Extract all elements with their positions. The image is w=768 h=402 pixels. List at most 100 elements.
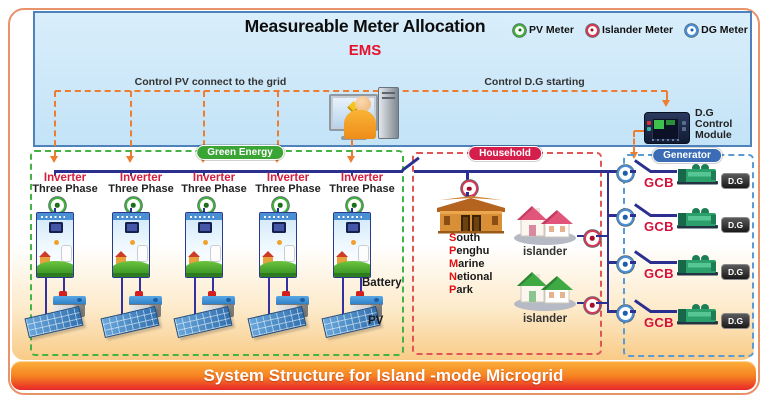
control-drop-4 <box>277 91 279 156</box>
islander-meter-icon <box>583 229 601 247</box>
gcb-label: GCB <box>644 265 674 281</box>
dg-unit-badge: D.G <box>721 172 750 189</box>
control-dg-label: Control D.G starting <box>484 76 585 88</box>
control-drop-3 <box>203 91 205 156</box>
control-line-horizontal <box>55 90 667 92</box>
arrow-down-icon <box>126 156 134 163</box>
pv-meter-icon <box>271 196 289 214</box>
dg-module-label-line2: Control <box>695 118 733 130</box>
park-name: South Penghu Marine Netional Park <box>449 232 493 296</box>
household-meter-stub <box>466 192 469 197</box>
dg-unit-badge: D.G <box>721 312 750 329</box>
pv-label: PV <box>368 315 384 327</box>
control-drop-1 <box>54 91 56 156</box>
inverter-title: Inverter <box>340 172 384 184</box>
inverter-title: Inverter <box>192 172 236 184</box>
control-drop-dg-module <box>666 91 668 100</box>
tower-slot <box>382 92 395 94</box>
control-drop-2 <box>130 91 132 156</box>
inverter-image <box>185 212 223 278</box>
islander-label: islander <box>522 313 568 325</box>
meter-legend: PV Meter Islander Meter DG Meter <box>513 23 748 37</box>
ems-label: EMS <box>348 42 382 59</box>
islander-meter-icon <box>585 23 599 37</box>
pv-meter-icon <box>48 196 66 214</box>
computer-tower-icon <box>378 87 399 139</box>
inverter-image <box>333 212 371 278</box>
tower-slot <box>382 97 395 99</box>
legend-item-dg: DG Meter <box>685 23 748 37</box>
islander-label: islander <box>522 246 568 258</box>
pv-meter-icon <box>197 196 215 214</box>
gcb-label: GCB <box>644 314 674 330</box>
arrow-down-icon <box>347 156 355 163</box>
inverter-title: Inverter <box>43 172 87 184</box>
islander-meter-link <box>596 301 608 304</box>
legend-label: DG Meter <box>701 24 748 36</box>
inverter-unit: Inverter Three Phase <box>245 150 331 350</box>
inverter-subtitle: Three Phase <box>181 183 247 195</box>
banner-title: System Structure for Island -mode Microg… <box>11 361 756 390</box>
dg-meter-icon <box>616 255 634 273</box>
solar-panel-icon <box>100 305 160 339</box>
pv-meter-icon <box>513 23 526 37</box>
legend-item-islander: Islander Meter <box>585 23 674 37</box>
operator-person-body <box>344 110 376 139</box>
inverter-unit: Inverter Three Phase <box>319 150 405 350</box>
legend-item-pv: PV Meter <box>513 23 574 37</box>
household-meter-stub <box>466 171 469 180</box>
islander-meter-link <box>577 301 585 304</box>
right-bus-line <box>606 170 610 313</box>
generator-icon <box>677 255 718 276</box>
inverter-unit: Inverter Three Phase <box>171 150 257 350</box>
park-building-icon <box>437 196 505 234</box>
control-pv-label: Control PV connect to the grid <box>134 76 287 88</box>
dg-unit-badge: D.G <box>721 263 750 280</box>
inverter-title: Inverter <box>266 172 310 184</box>
inverter-title: Inverter <box>119 172 163 184</box>
inverter-image <box>36 212 74 278</box>
islander-meter-icon <box>583 296 601 314</box>
dg-meter-icon <box>616 304 634 322</box>
dg-module-label-line3: Module <box>695 129 732 141</box>
dg-meter-icon <box>685 23 699 37</box>
gcb-label: GCB <box>644 218 674 234</box>
generator-icon <box>677 164 718 185</box>
pv-meter-icon <box>124 196 142 214</box>
inverter-subtitle: Three Phase <box>329 183 395 195</box>
solar-panel-icon <box>173 305 233 339</box>
inverter-unit: Inverter Three Phase <box>98 150 184 350</box>
islander-meter-link <box>596 234 608 237</box>
legend-label: Islander Meter <box>601 24 674 36</box>
inverter-image <box>112 212 150 278</box>
solar-panel-icon <box>247 305 307 339</box>
islander-houses-icon <box>514 272 576 311</box>
legend-label: PV Meter <box>529 24 574 36</box>
islander-houses-icon <box>514 206 576 245</box>
green-bus-line <box>55 170 403 173</box>
inverter-subtitle: Three Phase <box>32 183 98 195</box>
household-bus-line <box>414 170 618 173</box>
islander-meter-link <box>577 234 585 237</box>
dg-control-module-icon <box>644 112 690 144</box>
solar-panel-icon <box>24 305 84 339</box>
battery-label: Battery <box>362 277 402 289</box>
generator-icon <box>677 304 718 325</box>
dg-module-label-line1: D.G <box>695 107 714 119</box>
inverter-subtitle: Three Phase <box>108 183 174 195</box>
green-energy-pill: Green Energy <box>196 145 284 160</box>
generator-pill: Generator <box>652 148 722 163</box>
page-title: Measureable Meter Allocation <box>244 16 486 36</box>
household-pill: Household <box>468 146 542 161</box>
pv-meter-icon <box>345 196 363 214</box>
module-elbow-vertical <box>633 131 635 152</box>
inverter-unit: Inverter Three Phase <box>22 150 108 350</box>
arrow-down-icon <box>662 100 670 107</box>
gcb-label: GCB <box>644 174 674 190</box>
operator-person-icon <box>355 96 371 112</box>
dg-unit-badge: D.G <box>721 216 750 233</box>
arrow-down-icon <box>50 156 58 163</box>
inverter-subtitle: Three Phase <box>255 183 321 195</box>
module-elbow-horizontal <box>634 130 645 132</box>
